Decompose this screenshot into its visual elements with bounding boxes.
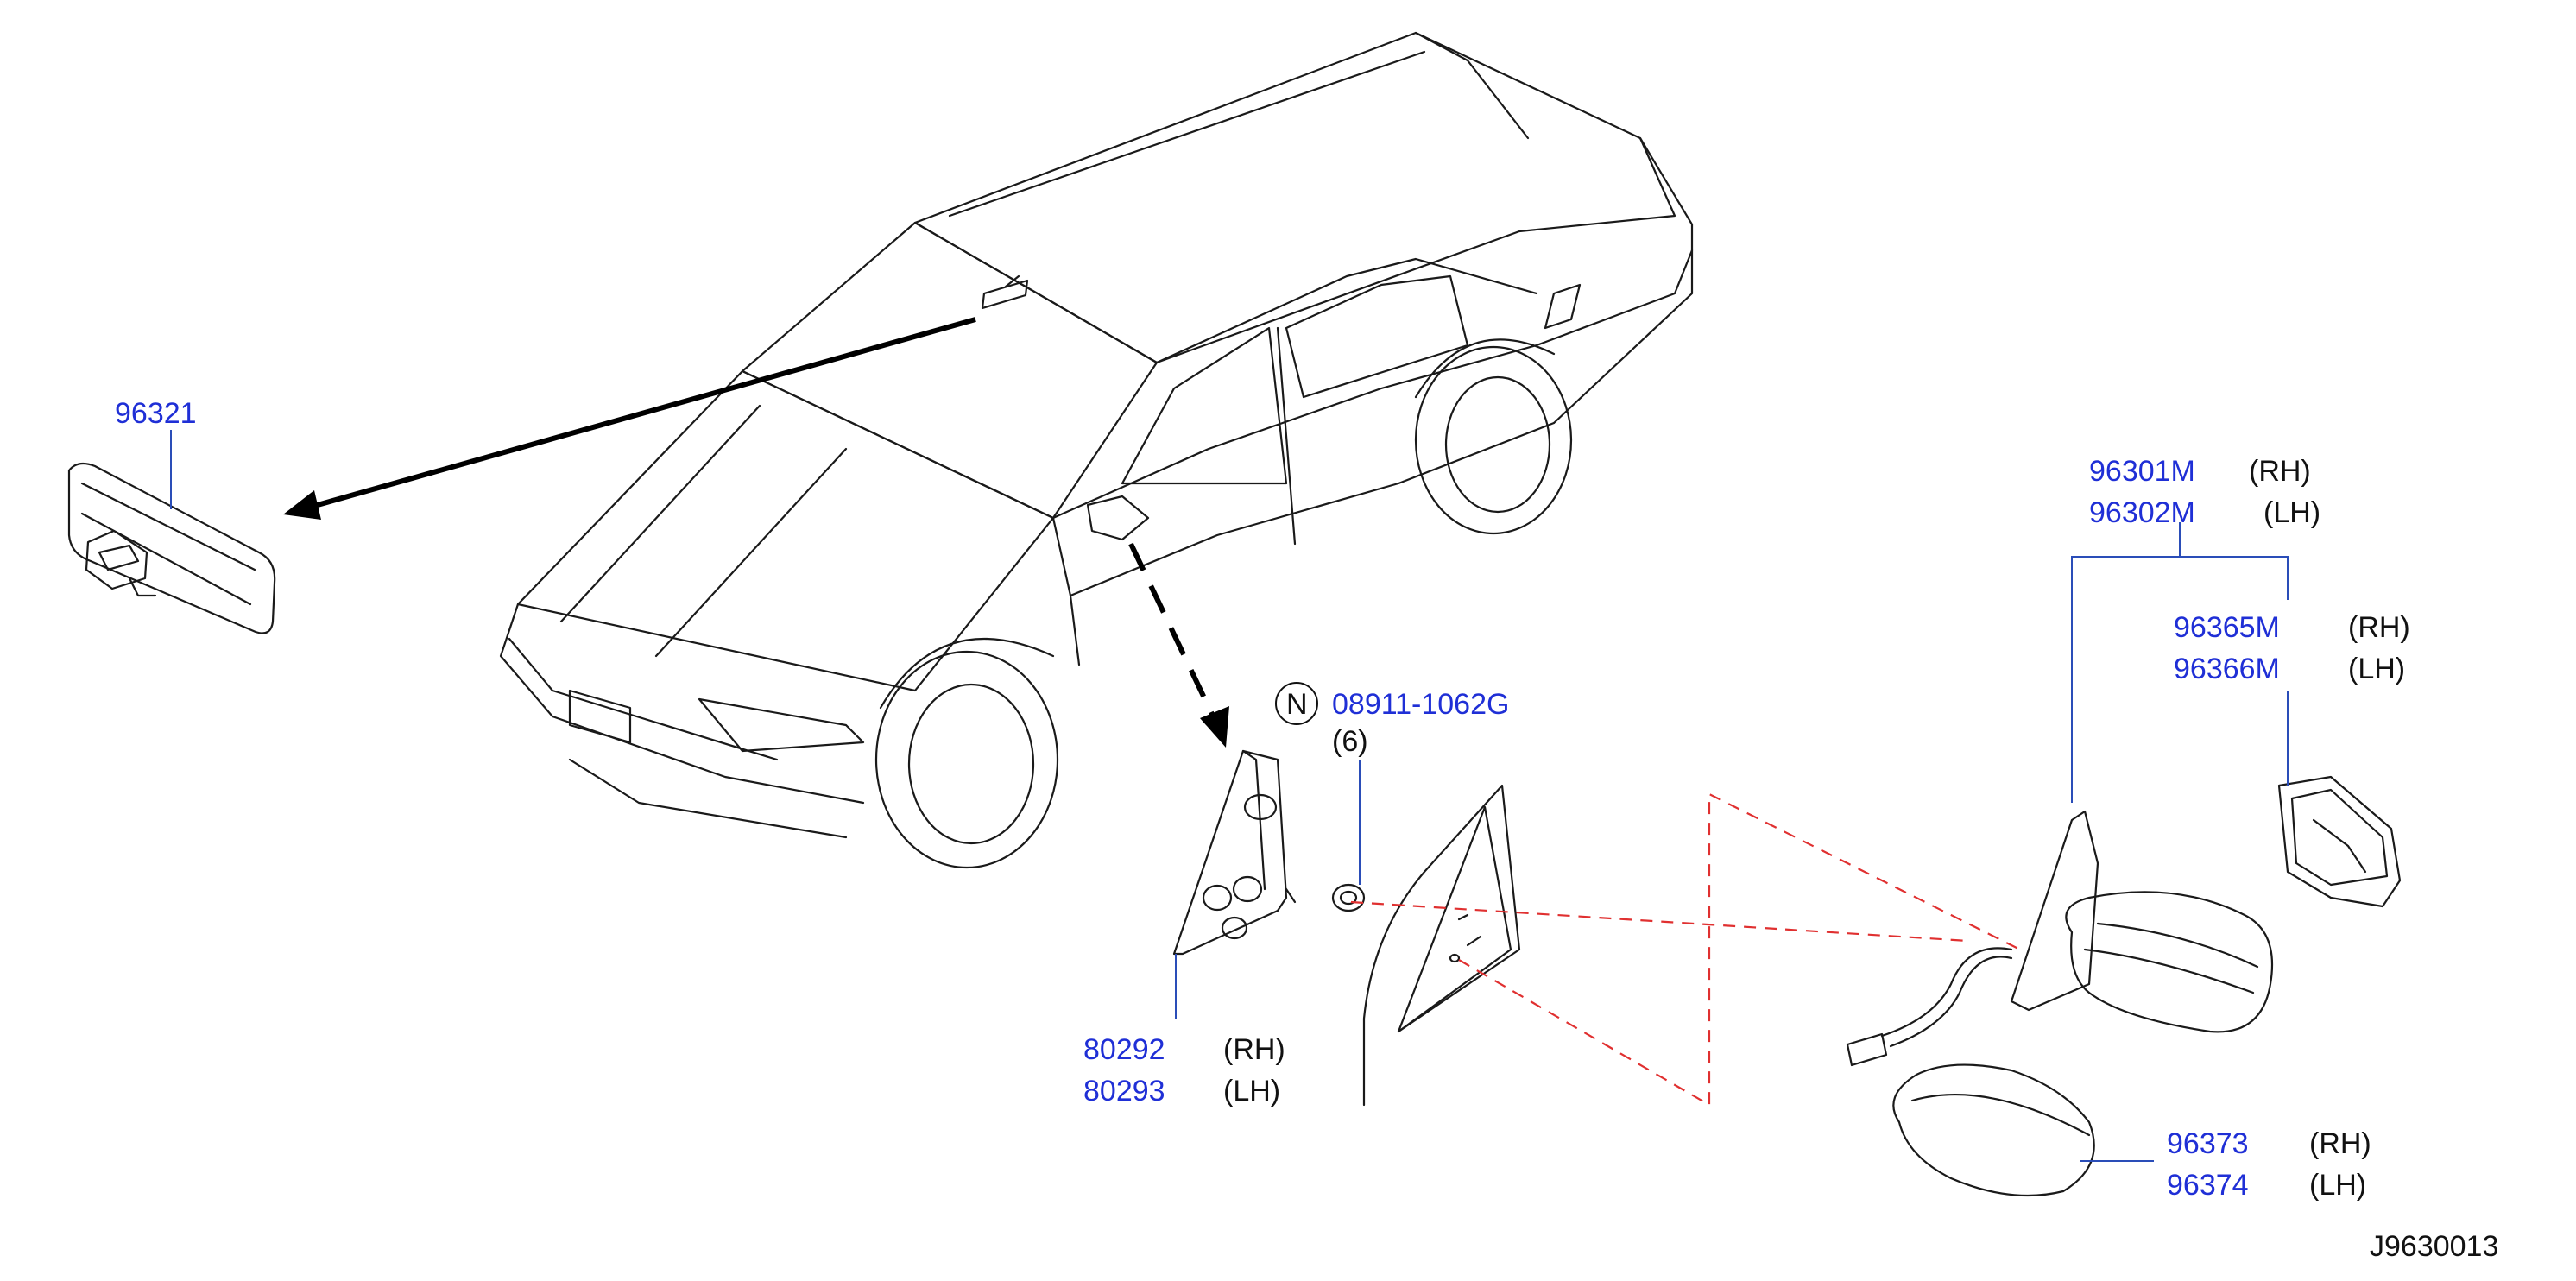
door-corner-panel <box>1362 784 1521 1107</box>
part-number-mirror-glass-rh: 96365M <box>2174 611 2280 644</box>
phantom-lines <box>1350 792 2021 1107</box>
part-number-mirror-glass-lh: 96366M <box>2174 653 2280 685</box>
leader-lines <box>170 430 2289 1162</box>
side-label-door-mirror-lh: (LH) <box>2263 496 2320 529</box>
part-number-corner-finisher-rh: 80292 <box>1083 1033 1165 1066</box>
n-symbol: N <box>1286 688 1308 721</box>
side-label-corner-finisher-lh: (LH) <box>1223 1075 1280 1107</box>
corner-finisher-part <box>1172 749 1297 956</box>
nut-callout: N 08911-1062G (6) <box>1275 682 1509 758</box>
nut-quantity: (6) <box>1332 725 1368 758</box>
part-number-mirror-cover-rh: 96373 <box>2167 1127 2249 1160</box>
door-mirror-assy-part <box>1846 810 2274 1067</box>
side-label-corner-finisher-rh: (RH) <box>1223 1033 1285 1066</box>
side-label-mirror-cover-lh: (LH) <box>2309 1169 2366 1202</box>
arrow-door-mirror <box>1128 542 1229 748</box>
n-symbol-circle <box>1275 682 1318 725</box>
side-label-mirror-cover-rh: (RH) <box>2309 1127 2371 1160</box>
part-number-mirror-cover-lh: 96374 <box>2167 1169 2249 1202</box>
part-number-inner-mirror: 96321 <box>115 397 197 430</box>
car-illustration <box>499 31 1694 869</box>
side-label-mirror-glass-rh: (RH) <box>2348 611 2410 644</box>
part-number-door-mirror-lh: 96302M <box>2089 496 2195 529</box>
mirror-cover-part <box>1892 1063 2095 1197</box>
part-number-corner-finisher-lh: 80293 <box>1083 1075 1165 1107</box>
part-number-nut: 08911-1062G <box>1332 688 1509 721</box>
mirror-glass-part <box>2277 775 2402 908</box>
diagram-code: J9630013 <box>2370 1230 2498 1263</box>
arrow-inner-mirror <box>283 317 976 520</box>
inner-mirror-part <box>67 462 276 634</box>
part-number-door-mirror-rh: 96301M <box>2089 455 2195 488</box>
nut-part <box>1331 883 1366 912</box>
side-label-mirror-glass-lh: (LH) <box>2348 653 2405 685</box>
side-label-door-mirror-rh: (RH) <box>2249 455 2311 488</box>
